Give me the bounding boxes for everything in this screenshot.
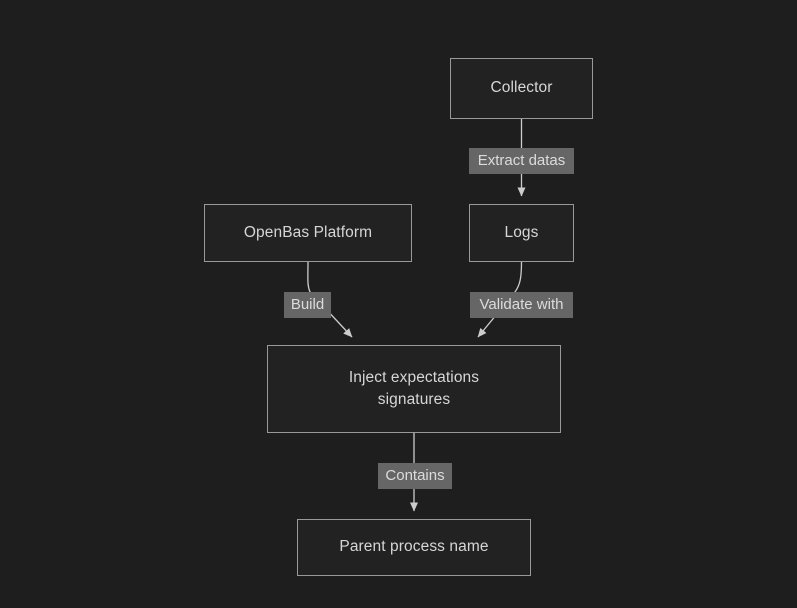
node-parent-process-name-label: Parent process name [339, 538, 489, 556]
edge-label-extract-datas: Extract datas [469, 148, 574, 174]
edge-label-validate-with: Validate with [470, 292, 573, 318]
node-logs[interactable]: Logs [469, 204, 574, 262]
node-logs-label: Logs [504, 223, 539, 241]
edge-logs-to-inject [477, 261, 523, 338]
node-inject-expectations-signatures[interactable]: Inject expectations signatures [267, 345, 561, 433]
node-collector-label: Collector [490, 79, 553, 97]
node-parent-process-name[interactable]: Parent process name [297, 519, 531, 576]
edge-openbas-to-inject [307, 261, 353, 338]
node-inject-expectations-signatures-label: Inject expectations signatures [348, 368, 480, 408]
edge-label-build: Build [284, 292, 331, 318]
node-openbas-platform-label: OpenBas Platform [243, 223, 373, 241]
node-openbas-platform[interactable]: OpenBas Platform [204, 204, 412, 262]
edge-label-contains: Contains [378, 463, 452, 489]
node-collector[interactable]: Collector [450, 58, 593, 119]
